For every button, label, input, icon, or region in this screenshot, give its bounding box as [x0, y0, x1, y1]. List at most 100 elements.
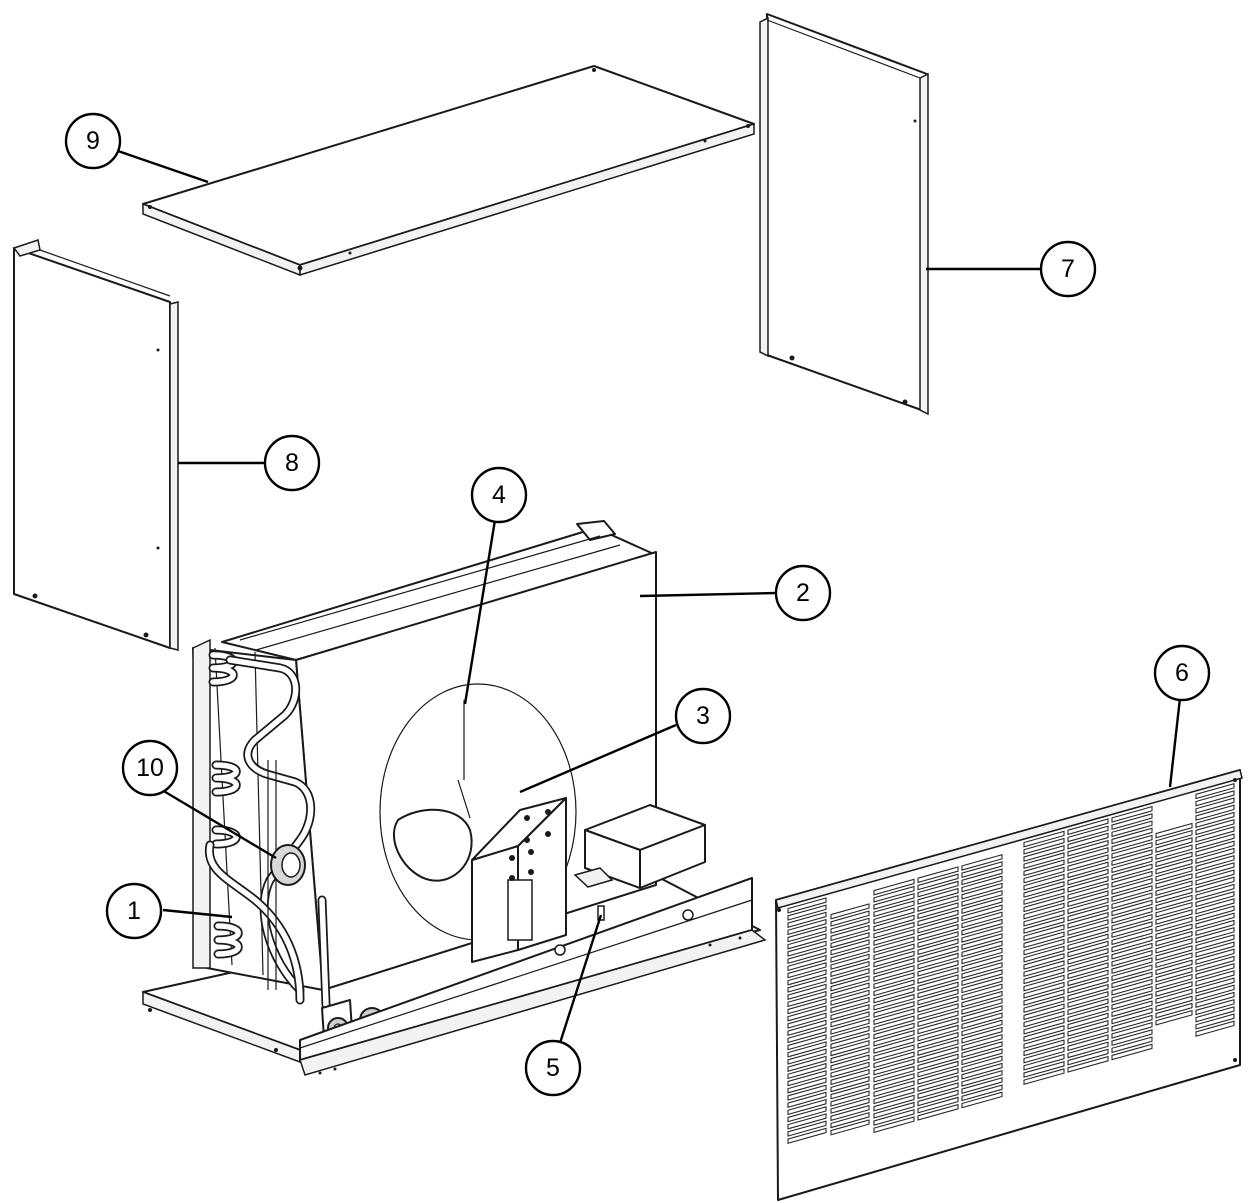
louver-slot [1155, 894, 1193, 911]
louver-slot [1111, 1021, 1153, 1039]
louver-slot [1195, 804, 1235, 821]
louver-slot [917, 1010, 959, 1028]
louver-slot [873, 1051, 915, 1069]
louver-slot [917, 902, 959, 920]
louver-slot [1155, 930, 1193, 947]
louver-slot [1155, 858, 1193, 875]
control-box [573, 804, 706, 889]
louver-slot [873, 1008, 915, 1026]
louver-slot [873, 1044, 915, 1062]
louver-slot [1155, 844, 1193, 861]
louver-slot [1195, 818, 1235, 836]
louver-slot [961, 1026, 1003, 1044]
louver-slot [787, 1055, 827, 1072]
louver-slot [1195, 782, 1235, 800]
louver-slot [1155, 837, 1193, 853]
louver-slot [1023, 852, 1065, 870]
louver-slot [1111, 863, 1153, 881]
pressure-switch [270, 844, 306, 886]
louver-slot [787, 962, 827, 979]
louver-slot [917, 988, 959, 1006]
louver-slot [1067, 890, 1109, 908]
louver-slot [1023, 909, 1065, 927]
louver-slot [1111, 1007, 1153, 1025]
louver-slot [1111, 885, 1153, 902]
louver-slot [873, 1065, 915, 1083]
louver-slot [1067, 847, 1109, 864]
louver-slot [787, 1106, 827, 1123]
louver-slot [961, 1048, 1003, 1066]
louver-slot [830, 939, 870, 956]
louver-slot [1111, 1043, 1153, 1061]
callout-10: 10 [121, 739, 179, 797]
louver-slot [1195, 941, 1235, 958]
louver-slot [1195, 970, 1235, 987]
louver-slot [1111, 928, 1153, 946]
louver-slot [1023, 916, 1065, 934]
louver-slot [787, 1005, 827, 1022]
louver-slot [787, 940, 827, 957]
louver-slot [787, 969, 827, 986]
louver-slot [873, 986, 915, 1004]
louver-slot [961, 1084, 1003, 1102]
louver-slot [1195, 998, 1235, 1016]
louver-slot [1023, 873, 1065, 891]
louver-slot [1155, 959, 1193, 976]
louver-slot [873, 878, 915, 896]
louver-slot [917, 959, 959, 977]
louver-slot [830, 1068, 870, 1086]
louver-slot [1067, 839, 1109, 857]
louver-slot [1067, 883, 1109, 900]
callout-5: 5 [524, 1039, 582, 1097]
louver-slot [961, 1062, 1003, 1080]
louver-slot [961, 976, 1003, 994]
louver-slot [961, 947, 1003, 965]
louver-slot [1195, 898, 1235, 915]
right-side-panel [759, 13, 929, 416]
louver-slot [830, 910, 870, 927]
louver-slot [961, 889, 1003, 907]
louver-slot [787, 1041, 827, 1058]
svg-text:8: 8 [285, 449, 299, 477]
louver-slot [1023, 1039, 1065, 1057]
louver-slot [873, 936, 915, 954]
louver-slot [1195, 926, 1235, 944]
louver-slot [1023, 902, 1065, 920]
louver-slot [1111, 1029, 1153, 1046]
louver-slot [1195, 883, 1235, 901]
louver-slot [1111, 942, 1153, 960]
louver-slot [873, 1087, 915, 1105]
louver-slot [1067, 1048, 1109, 1066]
louver-slot [961, 1019, 1003, 1037]
louver-slot [787, 933, 827, 950]
left-side-panel [12, 239, 179, 651]
louver-slot [1195, 934, 1235, 951]
louver-slot [1155, 880, 1193, 897]
front-grille [775, 769, 1243, 1201]
louver-slot [1195, 905, 1235, 922]
louver-slot [1155, 909, 1193, 925]
louver-slot [873, 921, 915, 939]
louver-slot [1195, 840, 1235, 857]
louver-slot [787, 1120, 827, 1137]
louver-slot [1067, 818, 1109, 836]
louver-slot [961, 969, 1003, 987]
louver-slot [1067, 832, 1109, 850]
louver-slot [787, 911, 827, 928]
svg-text:10: 10 [136, 754, 164, 782]
louver-slot [830, 1061, 870, 1078]
louver-slot [830, 1054, 870, 1071]
louver-slot [830, 1097, 870, 1114]
louver-slot [1023, 1060, 1065, 1078]
louver-slot [917, 981, 959, 999]
louver-slot [830, 1047, 870, 1064]
louver-slot [1155, 945, 1193, 961]
louver-slot [1111, 964, 1153, 982]
louver-slot [1195, 977, 1235, 994]
louver-slot [961, 954, 1003, 972]
louver-slot [1023, 960, 1065, 978]
louver-slot [961, 1055, 1003, 1073]
louver-slot [961, 1005, 1003, 1023]
louver-slot [1067, 947, 1109, 965]
